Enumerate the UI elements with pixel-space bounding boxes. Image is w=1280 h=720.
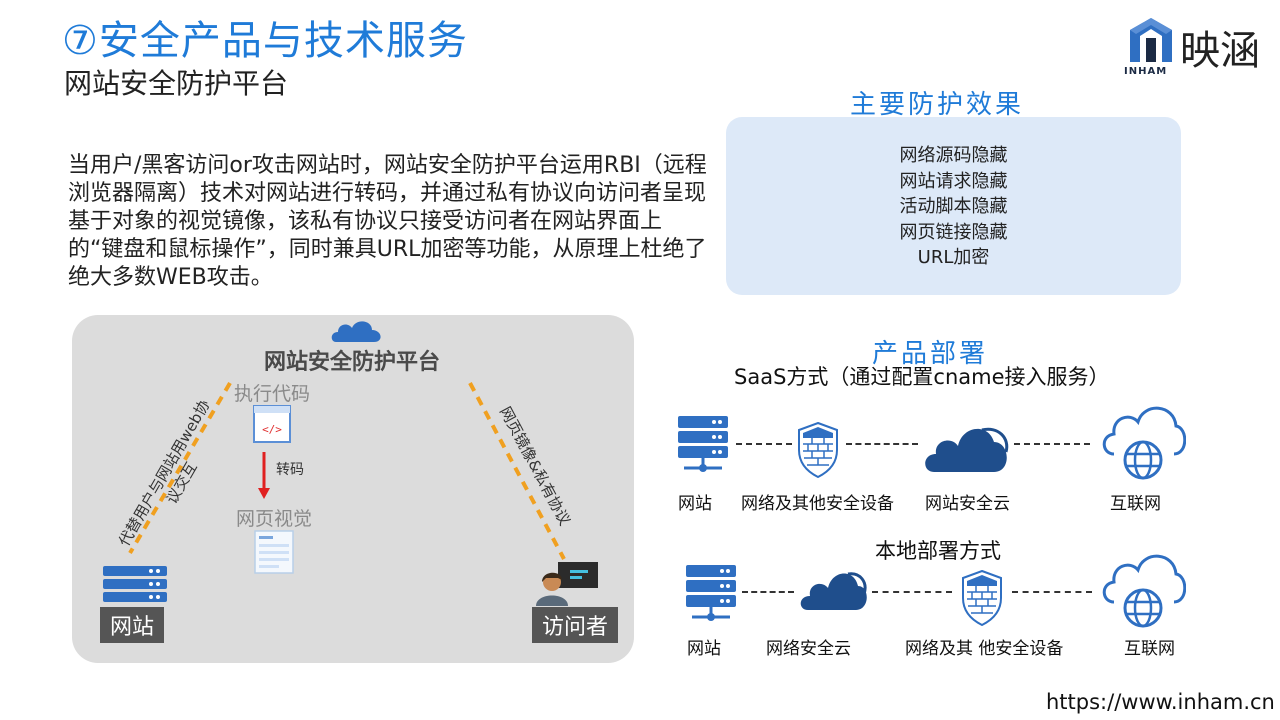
svg-text:</>: </> [262,423,282,436]
connection-line [742,591,794,593]
site-label: 网站 [100,607,165,643]
inham-logo-icon [1130,18,1172,62]
firewall-shield-icon [962,570,1002,626]
internet-cloud-globe-icon [1102,406,1186,480]
cloud-icon [925,427,1009,472]
effects-list: 网络源码隐藏 网站请求隐藏 活动脚本隐藏 网页链接隐藏 URL加密 [726,143,1181,271]
effect-item: 活动脚本隐藏 [899,196,1008,217]
cloud-icon [331,321,381,342]
platform-title: 网站安全防护平台 [264,350,441,375]
server-icon [678,416,728,472]
connection-line [736,443,792,445]
connection-line [846,443,918,445]
saas-title: SaaS方式（通过配置cname接入服务） [734,365,1110,389]
effects-box [726,117,1181,295]
effect-item: URL加密 [917,247,990,268]
left-connector [128,381,232,555]
local-node-site: 网站 [687,639,721,659]
cloud-icon [800,572,867,610]
local-node-internet: 互联网 [1124,639,1175,659]
server-icon [686,565,736,621]
server-icon [103,566,167,602]
effects-title: 主要防护效果 [850,90,1025,120]
transcode-label: 转码 [276,462,304,478]
connection-line [1012,591,1092,593]
logo-wordmark: 映涵 [1180,28,1260,74]
page-subtitle: 网站安全防护平台 [64,67,289,100]
page-visual-label: 网页视觉 [236,508,313,530]
internet-cloud-globe-icon [1102,554,1186,628]
effect-item: 网站请求隐藏 [899,170,1008,192]
footer-url: https://www.inham.cn [1046,690,1275,714]
effect-item: 网络源码隐藏 [899,145,1008,166]
local-deploy-title: 本地部署方式 [875,539,1001,563]
deploy-title: 产品部署 [872,339,989,369]
logo-subtext: INHAM [1124,66,1168,77]
saas-node-security-devices: 网络及其他安全设备 [741,494,894,514]
local-node-security-devices: 网络及其 他安全设备 [905,639,1064,659]
web-page-icon [254,530,294,574]
effect-item: 网页链接隐藏 [899,221,1008,243]
saas-node-site-security-cloud: 网站安全云 [925,494,1010,514]
visitor-computer-icon [536,562,598,606]
exec-code-label: 执行代码 [234,383,311,405]
code-window-icon: </> [253,405,291,443]
firewall-shield-icon [798,422,838,478]
connection-line [1014,443,1090,445]
saas-node-internet: 互联网 [1110,494,1161,514]
saas-node-site: 网站 [678,494,712,514]
visitor-label: 访问者 [532,607,619,643]
page-title: ⑦安全产品与技术服务 [62,18,468,64]
diagram-connectors [128,381,566,560]
right-connector [468,382,566,560]
connection-line [872,591,952,593]
intro-paragraph: 当用户/黑客访问or攻击网站时，网站安全防护平台运用RBI（远程浏览器隔离）技术… [68,153,707,290]
local-node-security-cloud: 网络安全云 [766,639,851,659]
